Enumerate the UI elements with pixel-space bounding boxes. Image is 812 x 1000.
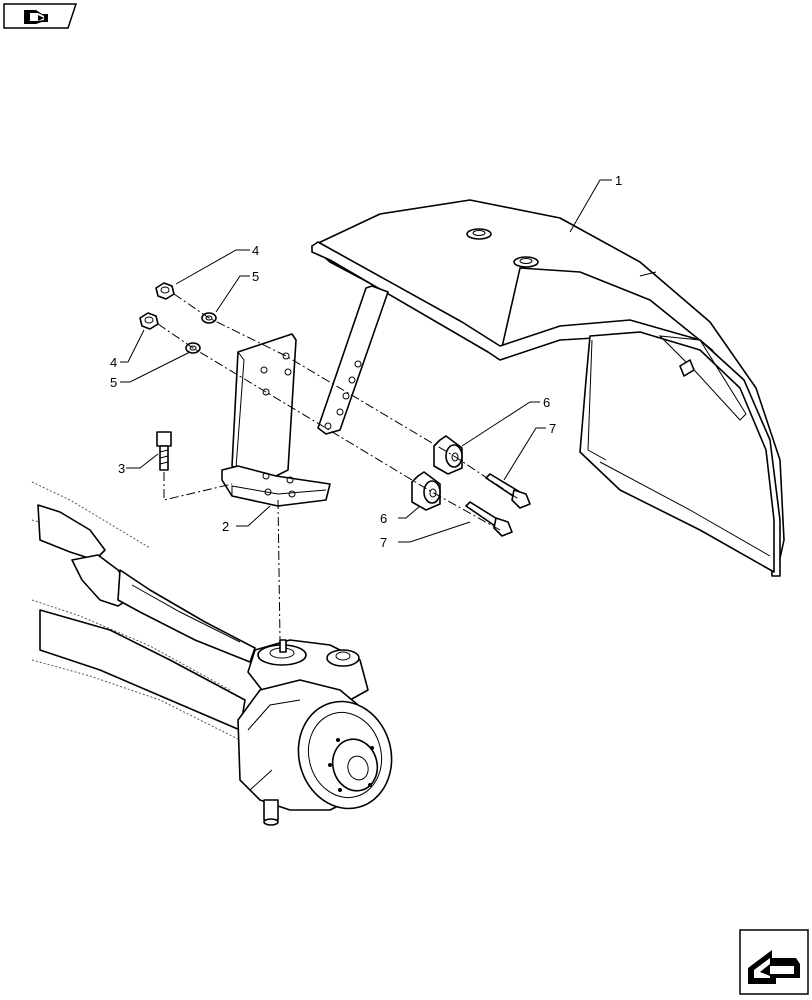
fender [311,199,785,577]
callout-spacer-upper: 6 [543,395,550,410]
callout-labels: 1 2 3 4 5 4 5 6 6 7 7 [110,173,622,550]
callout-nut-lower: 4 [110,355,117,370]
bolt-upper [485,473,531,509]
callout-spacer-lower: 6 [380,511,387,526]
callout-bolt-upper: 7 [549,421,556,436]
callout-bracket: 2 [222,519,229,534]
alignment-lines [157,293,521,641]
mounting-bracket [221,333,331,507]
axle-assembly [31,481,393,826]
callout-bolt-lower: 7 [380,535,387,550]
leader-lines [120,179,612,543]
callout-washer-upper: 5 [252,269,259,284]
spacer-lower [411,471,441,511]
callout-nut-upper: 4 [252,243,259,258]
bolt-lower [465,501,513,537]
bolt-bracket [156,431,172,471]
nav-back-button[interactable] [3,3,78,29]
nav-next-button[interactable] [739,929,809,995]
callout-bolt-bracket: 3 [118,461,125,476]
nut-upper [155,282,175,300]
back-arrow-icon [24,10,48,24]
nut-lower [139,312,159,330]
next-arrow-icon [748,950,800,984]
callout-washer-lower: 5 [110,375,117,390]
spacer-upper [433,435,463,475]
callout-fender: 1 [615,173,622,188]
